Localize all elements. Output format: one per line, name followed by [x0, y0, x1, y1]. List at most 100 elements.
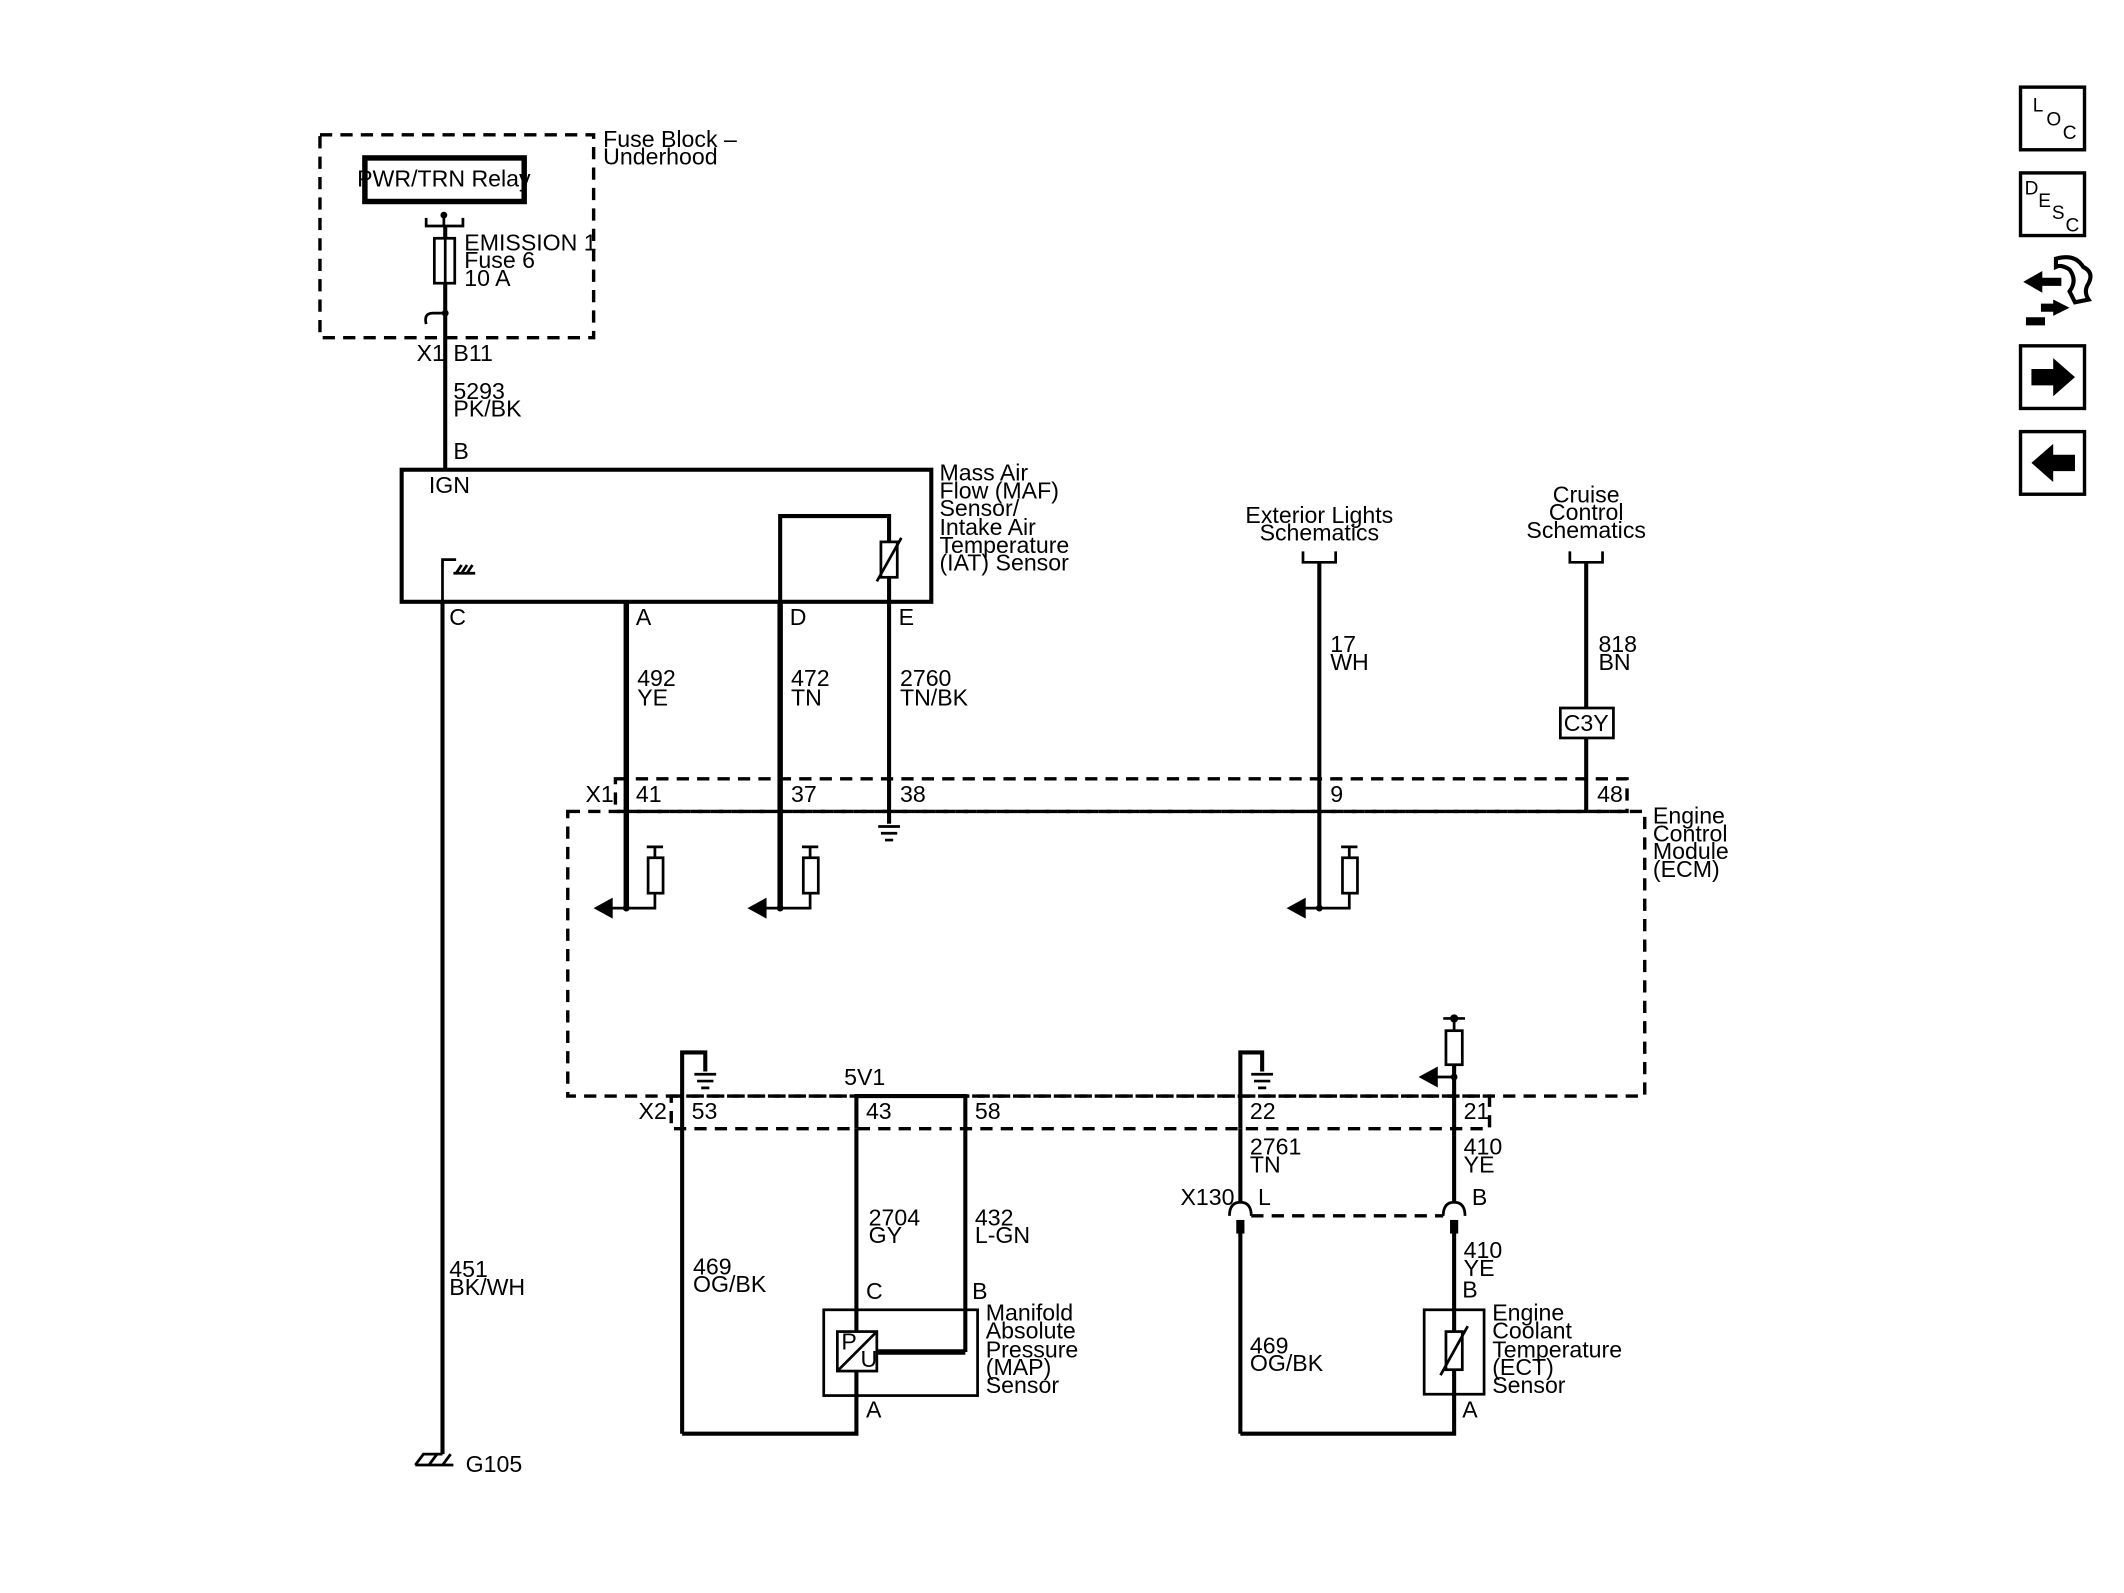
connector-female-icon	[1441, 1200, 1467, 1216]
ecm-label: Module	[1653, 838, 1729, 864]
thermistor-slash	[875, 537, 903, 583]
ground-g105-label: G105	[466, 1451, 523, 1477]
relay-contact-dot	[440, 211, 448, 219]
reference-bracket-icon	[1568, 551, 1604, 564]
ecm-ground-53	[680, 1050, 708, 1129]
ecm-pin-label: 22	[1250, 1098, 1276, 1124]
wire-color-label: BK/WH	[449, 1274, 525, 1300]
connector-x1-b11-icon	[424, 311, 446, 325]
ecm-pin-label: 48	[1597, 781, 1623, 807]
maf-label: Mass Air	[939, 460, 1028, 486]
wire-color-label: PK/BK	[453, 396, 522, 422]
maf-pin-d-label: D	[790, 604, 807, 630]
pu-label: P	[841, 1328, 856, 1354]
connector-end-view-button[interactable]	[2023, 255, 2093, 326]
cruise-control-ref-label: Schematics	[1526, 517, 1646, 543]
wire-circuit-label: 432	[975, 1204, 1014, 1230]
connector-x1-outline	[613, 777, 1629, 814]
maf-ign-label: IGN	[429, 472, 470, 498]
map-sensor: P U Manifold Absolute Pressure (MAP) Sen…	[822, 1300, 1078, 1398]
ecm-label: (ECM)	[1653, 856, 1720, 882]
engine-control-module: Engine Control Module (ECM) X1 41 37 38 …	[566, 777, 1729, 1131]
location-button[interactable]: L O C	[2018, 85, 2087, 152]
fuse-label: 10 A	[464, 265, 511, 291]
description-button[interactable]: D E S C	[2018, 171, 2087, 238]
ecm-pin-label: 38	[900, 781, 926, 807]
ecm-pin-label: 21	[1464, 1098, 1490, 1124]
ecm-outline	[566, 809, 1647, 1098]
maf-iat-sensor: IGN Mass Air Flow (MAF) Sensor/ Intake A…	[399, 460, 1069, 604]
ect-sensor-label: (ECT)	[1492, 1354, 1554, 1380]
ect-sensor-label: Coolant	[1492, 1317, 1572, 1343]
wire-color-label: WH	[1330, 649, 1369, 675]
map-sensor-box	[822, 1308, 979, 1397]
ect-sensor-label: Engine	[1492, 1300, 1564, 1326]
wire-circuit-label: 2760	[900, 665, 951, 691]
desc-letter: C	[2065, 215, 2079, 236]
connector-end-view-icon	[2023, 255, 2093, 326]
wire-color-label: OG/BK	[693, 1271, 767, 1297]
wire-color-label: YE	[637, 684, 668, 710]
iat-internal-wire	[778, 513, 892, 602]
ecm-pin-label: 37	[791, 781, 817, 807]
connector-x2-label: X2	[639, 1098, 667, 1124]
wire-circuit-label: 492	[637, 665, 676, 691]
loc-letter: L	[2033, 96, 2044, 117]
ect-pin-a-label: A	[1462, 1396, 1478, 1422]
loc-letter: C	[2063, 123, 2077, 144]
fuse-label: EMISSION 1	[464, 230, 596, 256]
ecm-pullup-41	[593, 845, 665, 919]
ecm-5v-label: 5V1	[844, 1064, 885, 1090]
cruise-control-ref-label: Cruise	[1553, 481, 1620, 507]
wire-color-label: YE	[1464, 1255, 1495, 1281]
ecm-pin-label: 53	[692, 1098, 718, 1124]
x130-pin-b-label: B	[1472, 1184, 1487, 1210]
desc-letter: E	[2038, 191, 2051, 212]
wire-circuit-label: 469	[1250, 1332, 1289, 1358]
wire-color-label: L-GN	[975, 1222, 1030, 1248]
map-sensor-label: Sensor	[986, 1372, 1060, 1398]
ect-sensor-label: Sensor	[1492, 1372, 1566, 1398]
ecm-pin-label: 41	[636, 781, 662, 807]
wire-color-label: YE	[1464, 1151, 1495, 1177]
ecm-pin-label: 58	[975, 1098, 1001, 1124]
connector-x130-label: X130	[1180, 1184, 1234, 1210]
wire-circuit-label: 410	[1464, 1237, 1503, 1263]
previous-page-button[interactable]	[2018, 429, 2087, 496]
inline-connector-x130	[1228, 1200, 1467, 1234]
desc-letter: D	[2025, 179, 2039, 200]
fuse-block-label: Fuse Block –	[603, 126, 737, 152]
arrow-left-icon	[2031, 443, 2075, 482]
reference-bracket-icon	[1301, 551, 1338, 564]
maf-label: Sensor/	[939, 495, 1019, 521]
map-pin-b-label: B	[972, 1278, 987, 1304]
map-sensor-label: (MAP)	[986, 1354, 1052, 1380]
maf-label: Flow (MAF)	[939, 477, 1058, 503]
connector-x2-outline	[669, 1094, 1492, 1131]
desc-letter: S	[2052, 203, 2065, 224]
fuse-block-outline	[318, 133, 596, 340]
wire-color-label: BN	[1598, 649, 1630, 675]
loc-letter: O	[2046, 109, 2061, 130]
ecm-pin-label: 43	[866, 1098, 892, 1124]
ecm-pullup-9	[1286, 845, 1359, 919]
exterior-lights-ref-label: Exterior Lights	[1245, 502, 1393, 528]
wire-circuit-label: 5293	[453, 378, 504, 404]
ecm-5v-ref	[854, 1093, 968, 1129]
splice-dot	[441, 309, 449, 317]
wire-circuit-label: 2704	[869, 1204, 921, 1230]
ecm-label: Control	[1653, 820, 1728, 846]
connector-male-icon	[1236, 1219, 1245, 1234]
next-page-button[interactable]	[2018, 344, 2087, 411]
wire-circuit-label: 451	[449, 1256, 488, 1282]
ect-sensor-label: Temperature	[1492, 1336, 1622, 1362]
signal-ground-icon	[1251, 1072, 1274, 1090]
connector-male-icon	[1450, 1219, 1459, 1234]
fuse-block-underhood: Fuse Block – Underhood PWR/TRN Relay EMI…	[318, 126, 737, 470]
wire-color-label: GY	[869, 1222, 902, 1248]
signal-ground-icon	[878, 825, 900, 842]
ecm-pullup-21	[1418, 1014, 1466, 1129]
map-pin-c-label: C	[866, 1278, 883, 1304]
pu-label: U	[860, 1346, 877, 1372]
